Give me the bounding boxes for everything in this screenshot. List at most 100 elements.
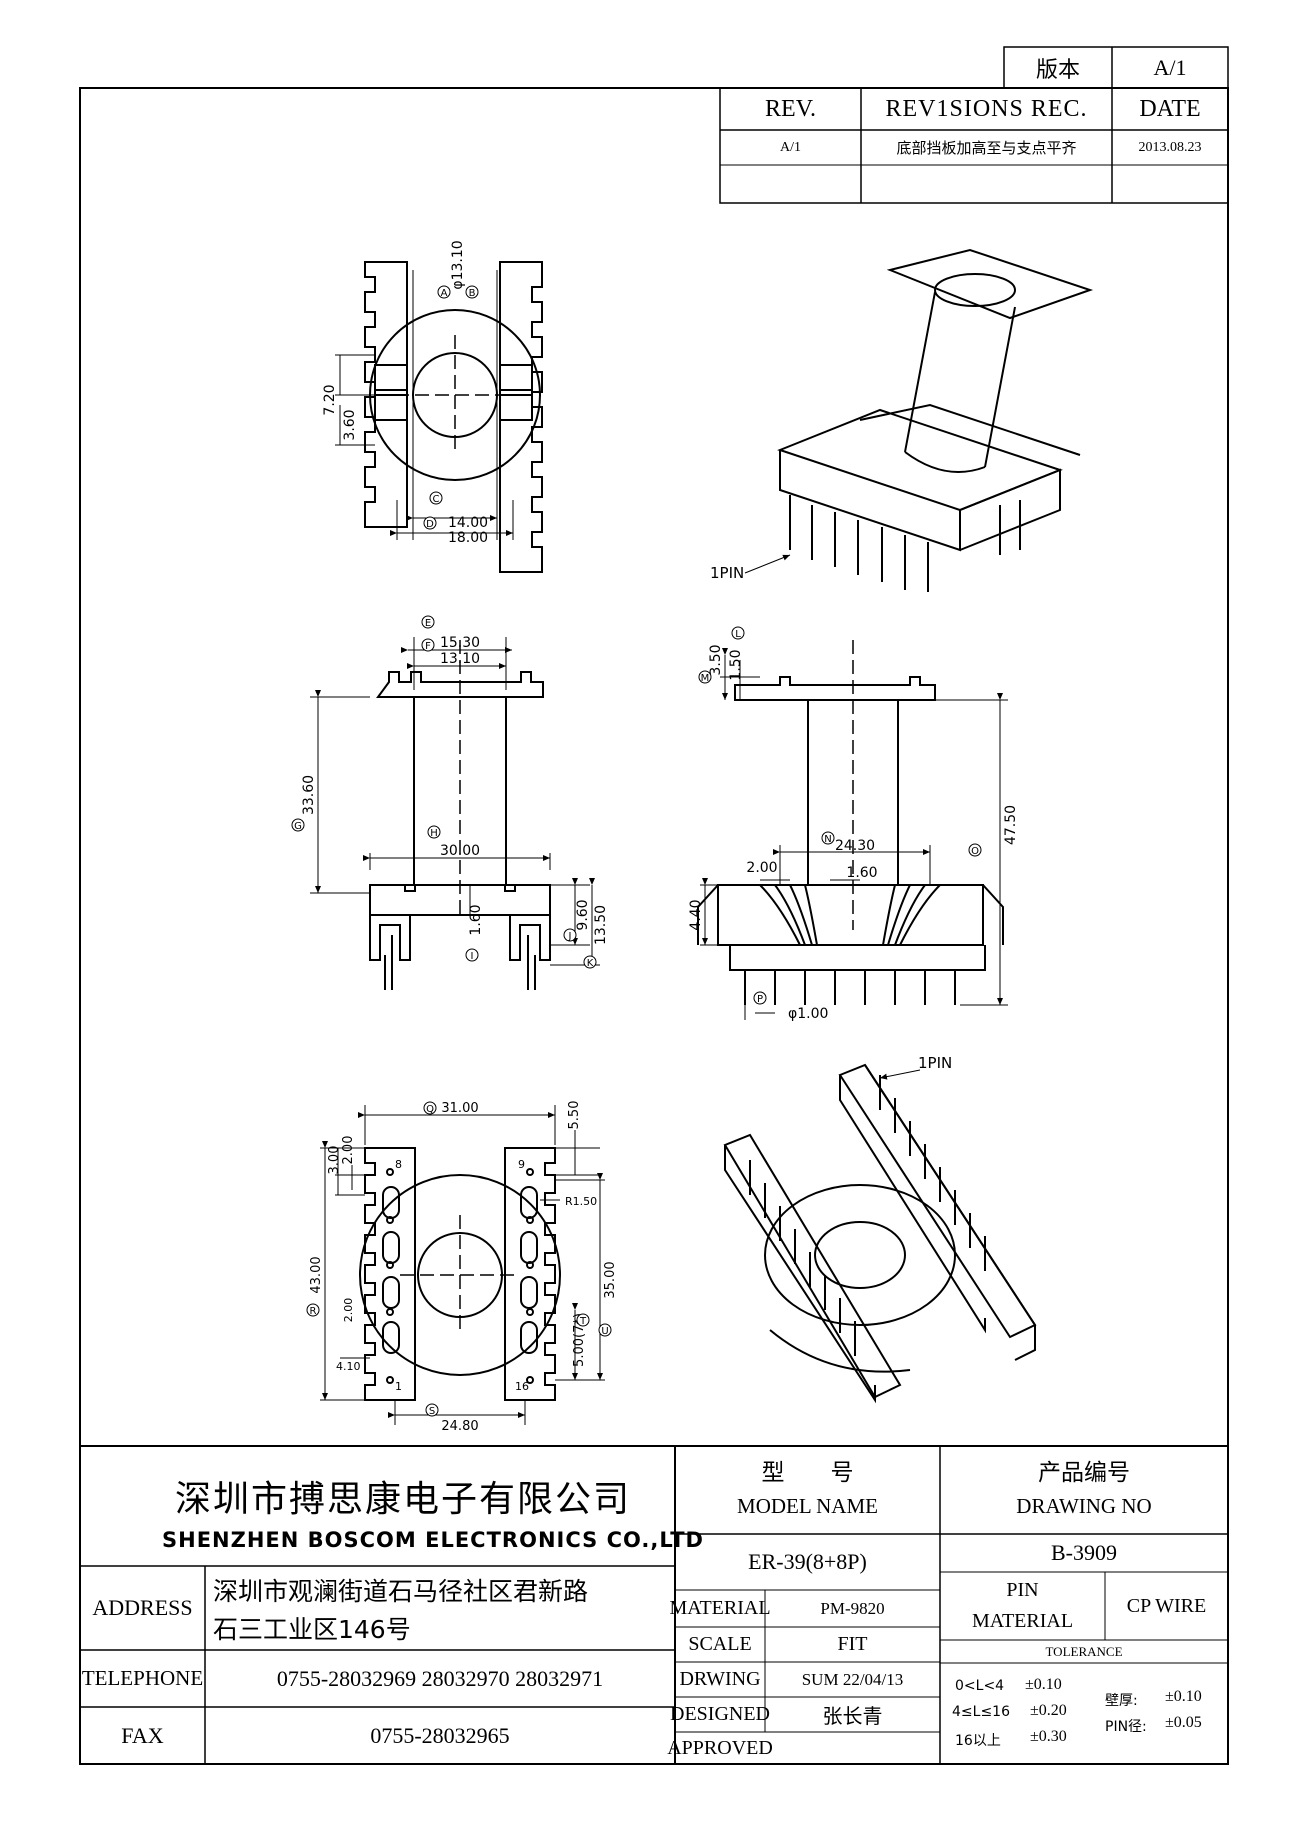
- dim-5-50: 5.50: [567, 1101, 582, 1130]
- pin-dia-value: ±0.05: [1165, 1714, 1202, 1731]
- drawing-no-label-en: DRAWING NO: [1016, 1493, 1152, 1518]
- model-label-en: MODEL NAME: [737, 1493, 878, 1518]
- drwing-label: DRWING: [679, 1668, 761, 1690]
- balloon-o: O: [971, 846, 979, 857]
- dim-47-50: 47.50: [1003, 805, 1019, 845]
- dim-13-50: 13.50: [593, 905, 609, 945]
- dim-31-00: 31.00: [441, 1101, 478, 1116]
- telephone-value: 0755-28032969 28032970 28032971: [276, 1665, 604, 1691]
- dim-24-80: 24.80: [441, 1419, 478, 1434]
- fax-label: FAX: [121, 1722, 164, 1748]
- iso-top-1pin-label: 1PIN: [710, 564, 744, 582]
- balloon-q: Q: [426, 1104, 434, 1115]
- pin-label-9: 9: [518, 1158, 525, 1171]
- version-label: 版本: [1035, 56, 1080, 82]
- pin-material-label-1: PIN: [1006, 1578, 1039, 1601]
- iso-bottom-1pin-label: 1PIN: [918, 1054, 952, 1072]
- rev-header: REV.: [765, 95, 816, 122]
- material-label: MATERIAL: [669, 1597, 771, 1619]
- pin-label-1: 1: [395, 1380, 402, 1393]
- revision-date: 2013.08.23: [1138, 139, 1202, 155]
- dim-7-20: 7.20: [322, 384, 338, 415]
- balloon-p: P: [757, 994, 763, 1005]
- dim-4-10: 4.10: [336, 1360, 361, 1373]
- drwing-value: SUM 22/04/13: [801, 1669, 904, 1689]
- dim-2-00-mid: 2.00: [342, 1298, 355, 1323]
- balloon-n: N: [824, 834, 831, 845]
- tol2-range: 4≤L≤16: [952, 1704, 1010, 1720]
- balloon-c: C: [433, 494, 440, 505]
- material-value: PM-9820: [820, 1598, 885, 1618]
- balloon-a: A: [441, 288, 448, 299]
- dim-pin-dia: φ1.00: [788, 1006, 828, 1022]
- dim-1-60-side: 1.60: [846, 865, 877, 881]
- iso-top-view: [777, 248, 1094, 592]
- front-view: [369, 640, 551, 990]
- dim-24-30: 24.30: [835, 838, 875, 854]
- top-view: [364, 261, 543, 573]
- dim-1-50: 1.50: [728, 649, 744, 680]
- drawing-no-label-cn: 产品编号: [1038, 1460, 1130, 1486]
- rev-value: A/1: [780, 139, 801, 155]
- balloon-r: R: [310, 1306, 317, 1317]
- balloon-m: M: [701, 673, 710, 684]
- address-line2: 石三工业区146号: [213, 1615, 411, 1644]
- dim-30-00: 30.00: [440, 843, 480, 859]
- tol3-value: ±0.30: [1030, 1728, 1067, 1745]
- pin-label-8: 8: [395, 1158, 402, 1171]
- dim-r1-50: R1.50: [565, 1195, 597, 1208]
- address-line1: 深圳市观澜街道石马径社区君新路: [213, 1577, 589, 1606]
- balloon-s: S: [429, 1406, 435, 1417]
- dim-dia-13-10: φ13.10: [450, 240, 466, 289]
- bottom-view: [359, 1147, 561, 1401]
- dim-2-00-top: 2.00: [341, 1136, 356, 1165]
- tol1-value: ±0.10: [1025, 1676, 1062, 1693]
- designed-value: 张长青: [822, 1704, 883, 1728]
- balloon-f: F: [425, 641, 431, 652]
- tol1-range: 0<L<4: [955, 1678, 1005, 1694]
- balloon-b: B: [469, 288, 476, 299]
- drawing-no-value: B-3909: [1051, 1540, 1117, 1565]
- balloon-j: J: [568, 931, 572, 942]
- address-label: ADDRESS: [92, 1595, 193, 1620]
- balloon-t: T: [579, 1316, 587, 1327]
- dim-5-00: 5.00(7*): [572, 1313, 587, 1367]
- tol2-value: ±0.20: [1030, 1702, 1067, 1719]
- balloon-i: I: [471, 951, 474, 962]
- dim-2-00: 2.00: [746, 860, 777, 876]
- balloon-u: U: [601, 1326, 608, 1337]
- dim-15-30: 15.30: [440, 635, 480, 651]
- scale-label: SCALE: [688, 1633, 752, 1655]
- dim-1-60: 1.60: [468, 904, 484, 935]
- dim-4-40: 4.40: [688, 899, 704, 930]
- balloon-l: L: [735, 629, 741, 640]
- dim-18-00: 18.00: [448, 530, 488, 546]
- dim-9-60: 9.60: [575, 899, 591, 930]
- dim-14-00: 14.00: [448, 515, 488, 531]
- wall-value: ±0.10: [1165, 1688, 1202, 1705]
- revisions-header: REV1SIONS REC.: [885, 95, 1088, 122]
- date-header: DATE: [1139, 95, 1201, 122]
- dim-3-50: 3.50: [708, 644, 724, 675]
- iso-bottom-view: [723, 1063, 1037, 1404]
- wall-label: 壁厚:: [1105, 1693, 1138, 1709]
- dim-35-00: 35.00: [603, 1261, 618, 1298]
- company-name-en: SHENZHEN BOSCOM ELECTRONICS CO.,LTD: [162, 1528, 704, 1552]
- dim-3-00: 3.00: [327, 1146, 342, 1175]
- pin-material-value: CP WIRE: [1126, 1594, 1207, 1617]
- fax-value: 0755-28032965: [370, 1722, 510, 1748]
- dim-33-60: 33.60: [301, 775, 317, 815]
- pin-label-16: 16: [515, 1380, 529, 1393]
- balloon-e: E: [425, 618, 431, 629]
- drawing-area: 14.00 18.00 7.20 3.60 φ13.10 A B C D 1PI…: [291, 240, 1094, 1434]
- scale-value: FIT: [837, 1633, 868, 1655]
- designed-label: DESIGNED: [670, 1703, 770, 1725]
- balloon-k: K: [587, 958, 594, 969]
- tolerance-label: TOLERANCE: [1045, 1643, 1123, 1659]
- model-label-cn: 型 号: [761, 1460, 854, 1486]
- balloon-h: H: [430, 828, 438, 839]
- balloon-g: G: [294, 821, 302, 832]
- tol3-range: 16以上: [955, 1733, 1001, 1749]
- company-name-cn: 深圳市搏思康电子有限公司: [175, 1479, 632, 1520]
